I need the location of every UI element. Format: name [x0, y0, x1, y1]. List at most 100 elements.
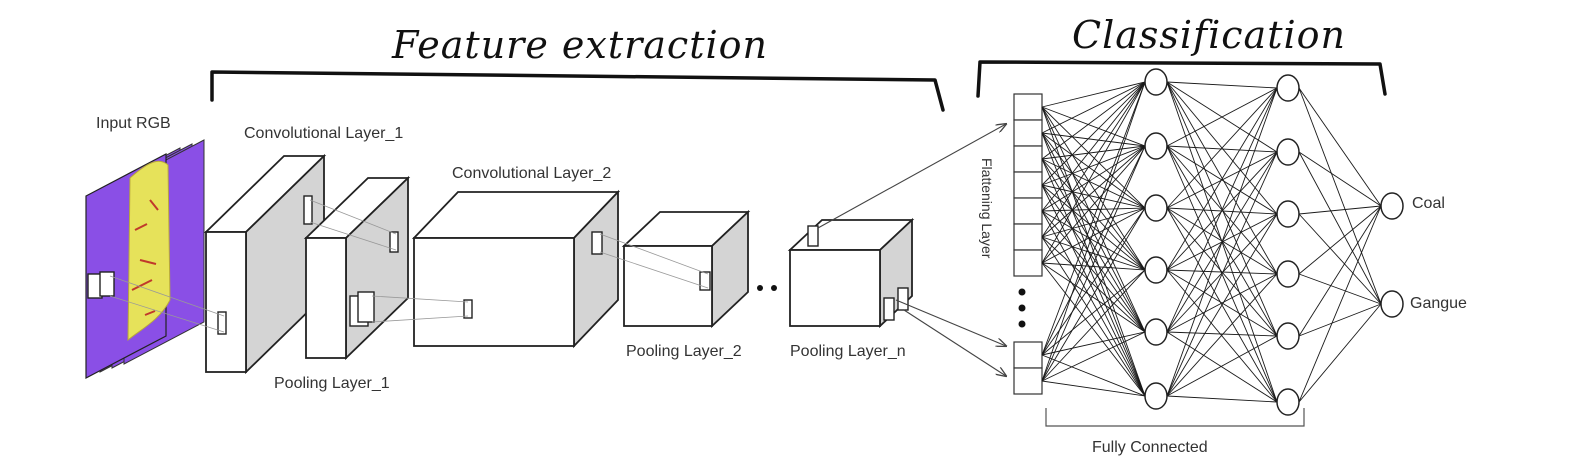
fc-connection [1041, 210, 1146, 271]
fc-connection [1166, 335, 1278, 397]
flatten-cell [1013, 197, 1043, 225]
fc-connection [1166, 269, 1278, 403]
fc-connection [1166, 331, 1278, 403]
fc-connection [1041, 269, 1146, 382]
hidden-node [1276, 200, 1300, 228]
fc-connection [1041, 81, 1146, 160]
fc-connection [1041, 210, 1146, 333]
fc-connection [1041, 207, 1146, 356]
hidden-node [1144, 68, 1168, 96]
flatten-cell [1013, 171, 1043, 199]
fc-connection [1298, 87, 1382, 207]
fc-connection [1041, 262, 1146, 271]
fc-connection [1041, 236, 1146, 333]
fc-connection [1041, 210, 1146, 397]
fc-connection [1041, 184, 1146, 333]
fc-connection [1166, 87, 1278, 209]
fc-connection [1041, 81, 1146, 186]
fc-connection [1041, 145, 1146, 212]
fc-connection [1041, 158, 1146, 271]
fully-connected-label: Fully Connected [1092, 439, 1208, 456]
flatten-cell [1013, 249, 1043, 277]
fc-connection [1298, 87, 1382, 305]
fc-connection [1041, 132, 1146, 147]
pooling-layer-2 [621, 209, 751, 329]
output-node [1380, 192, 1404, 220]
conv-layer-2 [411, 189, 621, 349]
fc-connection [1298, 205, 1382, 403]
fc-connection [1166, 269, 1278, 275]
fc-connection [1298, 273, 1382, 305]
fc-connection [1166, 81, 1278, 89]
flattening-layer [1013, 93, 1043, 395]
hidden-node [1144, 194, 1168, 222]
fc-connection [1166, 273, 1278, 333]
fc-connection [1041, 331, 1146, 382]
ellipsis-dot [757, 285, 763, 291]
feature-extraction-brace [210, 70, 945, 112]
fc-connection [1041, 145, 1146, 264]
fc-connection [1298, 303, 1382, 403]
flatten-cell [1013, 93, 1043, 121]
fc-connection [1041, 158, 1146, 209]
fc-connection [1041, 207, 1146, 264]
fc-connection [1041, 106, 1146, 147]
fc-connection [1041, 354, 1146, 397]
fc-connection [1166, 81, 1278, 275]
hidden-node [1144, 318, 1168, 346]
fc-connection [1166, 395, 1278, 403]
fc-connection [1298, 151, 1382, 207]
fc-connection [1041, 81, 1146, 356]
input-rgb-label: Input RGB [96, 115, 171, 132]
fc-connection [1041, 184, 1146, 397]
fc-connection [1041, 380, 1146, 397]
receptive-field-lines [109, 199, 709, 333]
fc-connection [1041, 145, 1146, 160]
fc-connection [1166, 87, 1278, 147]
fc-connection [1041, 81, 1146, 108]
fc-nodes [1144, 68, 1404, 416]
conv-layer-1 [203, 153, 327, 375]
pooling-layer-n-label: Pooling Layer_n [790, 343, 906, 360]
fully-connected-bracket [1045, 408, 1305, 427]
fc-connection [1166, 273, 1278, 397]
fc-connection [1041, 81, 1146, 212]
fc-connection [1166, 87, 1278, 397]
fc-connection [1166, 213, 1278, 397]
hidden-node [1276, 388, 1300, 416]
flatten-cell [1013, 119, 1043, 147]
classification-brace [976, 60, 1387, 98]
fc-connection [1041, 106, 1146, 271]
fc-connection [1041, 262, 1146, 333]
flatten-ellipsis [1018, 288, 1026, 328]
fc-connection [1041, 145, 1146, 238]
fc-connection [1041, 145, 1146, 382]
input-rgb-stack [85, 139, 205, 379]
output-node [1380, 290, 1404, 318]
fc-connection [1166, 145, 1278, 153]
fc-connection [1041, 262, 1146, 397]
fc-connection [1041, 132, 1146, 209]
fc-connection [1041, 81, 1146, 382]
flatten-cell [1013, 367, 1043, 395]
fc-connection [1298, 205, 1382, 275]
fc-connection [1041, 81, 1146, 134]
fc-connection [1041, 132, 1146, 271]
fc-connection [1298, 205, 1382, 337]
hidden-node [1144, 256, 1168, 284]
fc-connection [1298, 213, 1382, 305]
fc-connection [1041, 207, 1146, 212]
hidden-node [1276, 138, 1300, 166]
fc-connection [1041, 158, 1146, 333]
fc-connection [1166, 151, 1278, 209]
flattening-layer-label: Flattening Layer [979, 158, 995, 259]
flatten-arrow-top [817, 124, 1006, 229]
ellipsis-dot [771, 285, 777, 291]
flatten-arrow-mid [895, 299, 1006, 346]
hidden-node [1276, 322, 1300, 350]
fc-connection [1166, 151, 1278, 397]
pooling-layer-2-label: Pooling Layer_2 [626, 343, 742, 360]
conv-layer-1-label: Convolutional Layer_1 [244, 125, 403, 142]
flatten-cell [1013, 223, 1043, 251]
